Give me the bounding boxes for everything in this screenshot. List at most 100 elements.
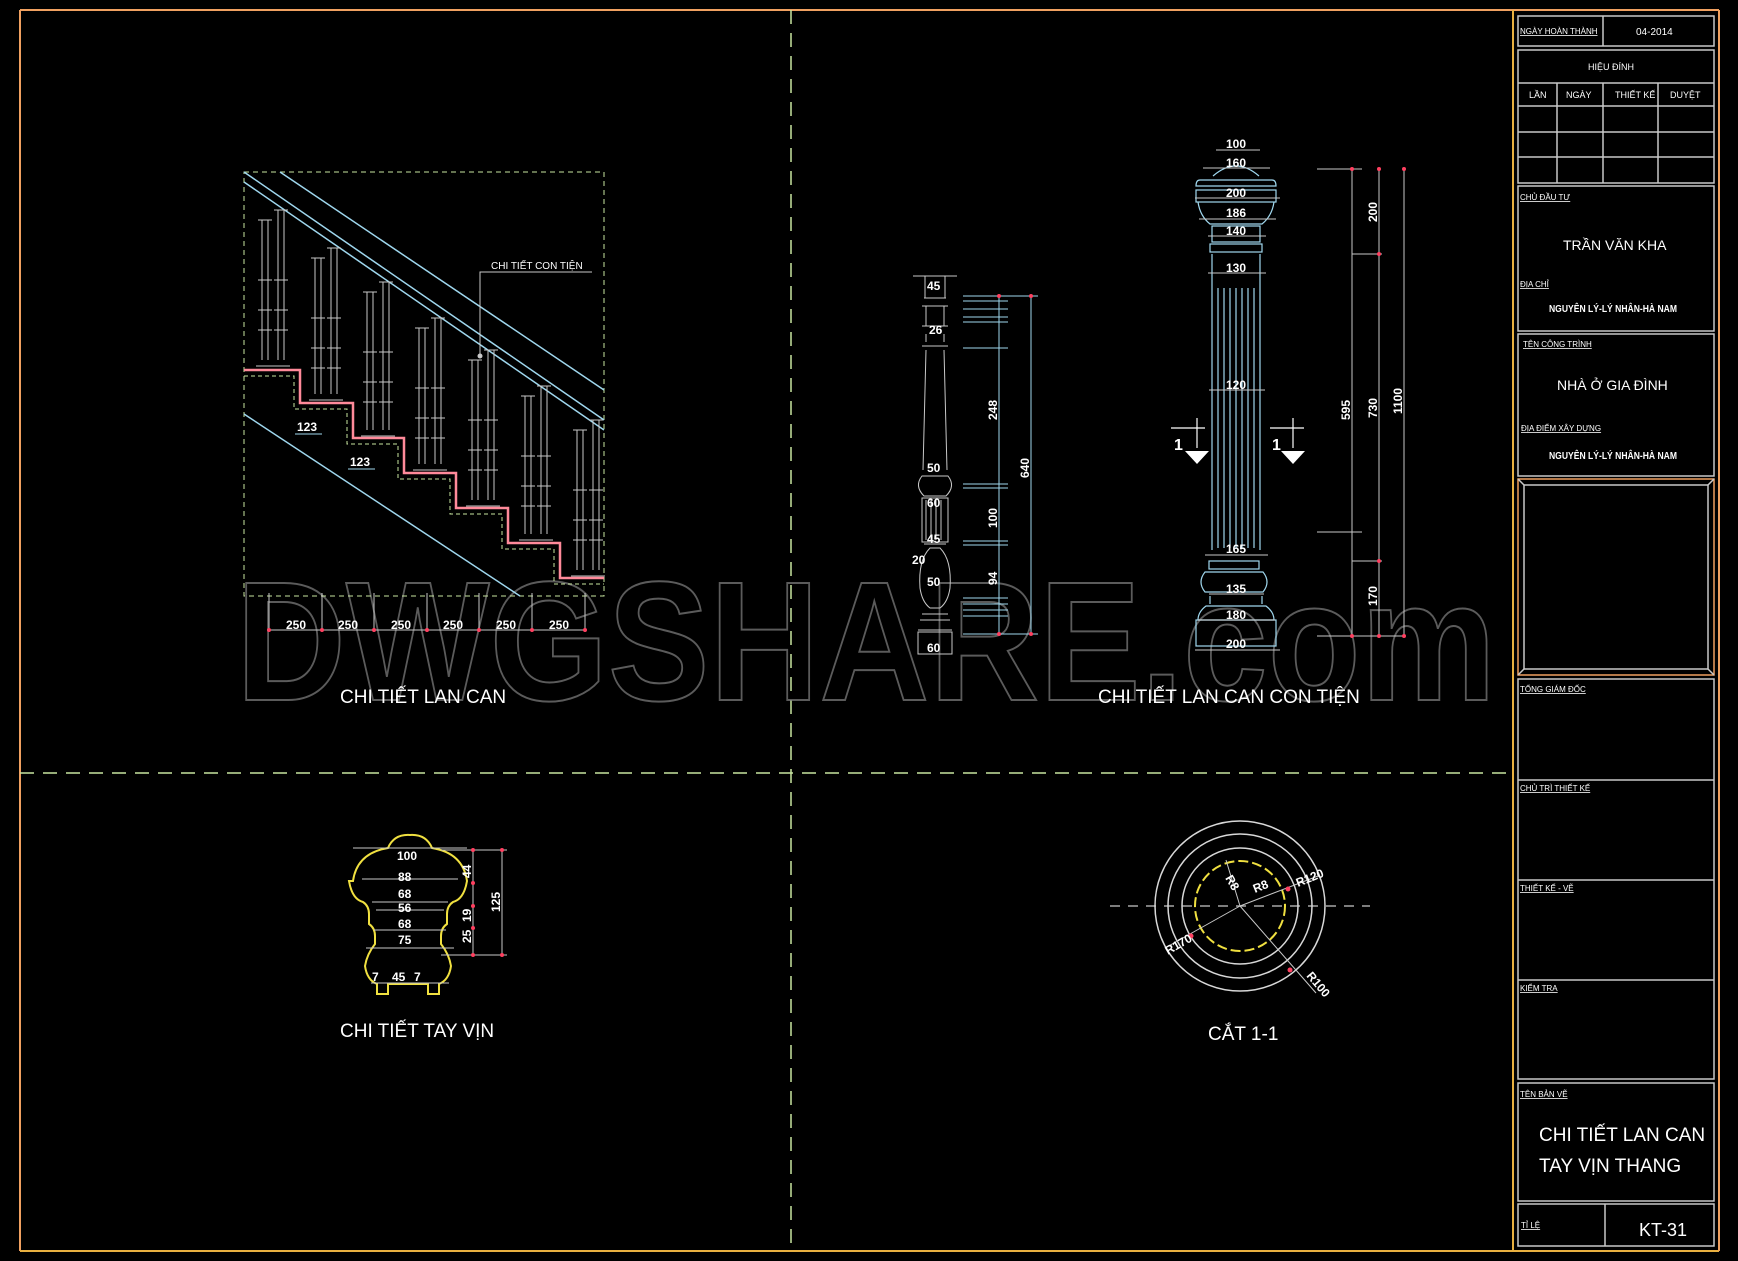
director-label: TỔNG GIÁM ĐỐC bbox=[1520, 684, 1586, 694]
section-marker-right bbox=[1270, 418, 1305, 464]
revision-header-thiet-ke: THIẾT KẾ bbox=[1615, 90, 1655, 100]
width-dim: 56 bbox=[398, 901, 412, 915]
width-dim: 180 bbox=[1226, 608, 1246, 622]
radius-dim: R8 bbox=[1251, 877, 1271, 896]
width-dim: 88 bbox=[398, 870, 412, 884]
width-dim: 130 bbox=[1226, 261, 1246, 275]
width-dim: 160 bbox=[1226, 156, 1246, 170]
drawing-name-line2: TAY VỊN THANG bbox=[1539, 1156, 1681, 1177]
section-1-1-view: R8 R8 R120 R170 R100 CẮT 1-1 bbox=[1110, 820, 1370, 1045]
width-dim: 60 bbox=[927, 641, 941, 655]
section-marker-label: 1 bbox=[1174, 437, 1183, 454]
watermark: DWGSHARE.com bbox=[235, 546, 1497, 738]
baluster-pair bbox=[519, 385, 553, 541]
revision-header-duyet: DUYỆT bbox=[1670, 90, 1701, 100]
site-label: ĐỊA ĐIỂM XÂY DỰNG bbox=[1521, 424, 1601, 433]
lead-designer-label: CHỦ TRÌ THIẾT KẾ bbox=[1520, 783, 1590, 793]
drawing-name-line1: CHI TIẾT LAN CAN bbox=[1539, 1124, 1705, 1146]
total-dim: 640 bbox=[1018, 458, 1032, 478]
width-dim: 140 bbox=[1226, 224, 1246, 238]
revision-header-lan: LẦN bbox=[1529, 90, 1547, 100]
total-dim: 1100 bbox=[1391, 388, 1405, 414]
section-marker-left bbox=[1171, 418, 1209, 464]
width-dim: 45 bbox=[927, 532, 941, 546]
height-dim: 19 bbox=[460, 908, 474, 922]
address-label: ĐỊA CHỈ bbox=[1520, 280, 1550, 289]
project-name: NHÀ Ở GIA ĐÌNH bbox=[1557, 376, 1668, 393]
width-dim: 200 bbox=[1226, 637, 1246, 651]
svg-text:DWGSHARE.com: DWGSHARE.com bbox=[236, 547, 1496, 737]
segment-dim: 595 bbox=[1339, 400, 1353, 420]
width-dim: 45 bbox=[927, 279, 941, 293]
group-dim: 200 bbox=[1366, 202, 1380, 222]
revision-title: HIỆU ĐÍNH bbox=[1588, 62, 1634, 72]
handrail-section-view: 100 88 68 56 68 75 7 45 7 44 19 25 125 C… bbox=[340, 833, 507, 1042]
spacing-dim: 250 bbox=[496, 618, 516, 632]
bottom-dim: 7 bbox=[372, 970, 379, 984]
title-block-text: NGÀY HOÀN THÀNH 04-2014 HIỆU ĐÍNH LẦN NG… bbox=[1520, 27, 1705, 1240]
view-title-railing: CHI TIẾT LAN CAN bbox=[340, 686, 506, 708]
spacing-dim: 250 bbox=[286, 618, 306, 632]
width-dim: 186 bbox=[1226, 206, 1246, 220]
width-dim: 200 bbox=[1226, 186, 1246, 200]
view-title-handrail: CHI TIẾT TAY VỊN bbox=[340, 1020, 494, 1042]
checker-label: KIỂM TRA bbox=[1520, 984, 1558, 993]
viewport-dividers bbox=[20, 10, 1513, 1251]
sheet-frame bbox=[19, 9, 1720, 1252]
baluster-pair bbox=[466, 349, 500, 507]
small-baluster bbox=[913, 275, 957, 655]
width-dim: 68 bbox=[398, 887, 412, 901]
spacing-dim: 250 bbox=[391, 618, 411, 632]
width-dim: 75 bbox=[398, 933, 412, 947]
total-dim: 125 bbox=[489, 892, 503, 912]
spacing-dim: 250 bbox=[549, 618, 569, 632]
width-dim: 100 bbox=[397, 849, 417, 863]
drawing-name-label: TÊN BẢN VẼ bbox=[1520, 1090, 1568, 1099]
view-title-baluster: CHI TIẾT LAN CAN CON TIỆN bbox=[1098, 686, 1360, 708]
width-dim: 50 bbox=[927, 461, 941, 475]
view-title-section: CẮT 1-1 bbox=[1208, 1023, 1278, 1045]
baluster-pair bbox=[571, 419, 605, 577]
completion-label: NGÀY HOÀN THÀNH bbox=[1520, 27, 1598, 36]
width-dim: 120 bbox=[1226, 378, 1246, 392]
width-dim: 135 bbox=[1226, 582, 1246, 596]
baluster-elevation-view: 45 26 50 60 45 20 50 60 248 100 94 640 bbox=[912, 137, 1406, 708]
scale-label: TỈ LỆ bbox=[1521, 1221, 1540, 1230]
baluster-pair bbox=[361, 281, 395, 437]
radius-dim: R8 bbox=[1222, 873, 1242, 894]
investor-name: TRẦN VĂN KHA bbox=[1563, 237, 1667, 253]
baluster-pair bbox=[413, 317, 447, 471]
designer-label: THIẾT KẾ - VẼ bbox=[1520, 883, 1574, 893]
spacing-dim: 250 bbox=[443, 618, 463, 632]
railing-elevation-view: CHI TIẾT CON TIỆN 123 123 250 250 250 25… bbox=[243, 171, 605, 708]
segment-dim: 248 bbox=[986, 400, 1000, 420]
spacing-dim: 250 bbox=[338, 618, 358, 632]
width-dim: 60 bbox=[927, 496, 941, 510]
step-dim: 123 bbox=[297, 420, 317, 434]
group-dim: 170 bbox=[1366, 586, 1380, 606]
sheet-number: KT-31 bbox=[1639, 1220, 1687, 1240]
baluster-pair bbox=[309, 247, 343, 401]
leader-label: CHI TIẾT CON TIỆN bbox=[491, 259, 583, 272]
width-dim: 26 bbox=[929, 323, 943, 337]
segment-dim: 94 bbox=[986, 571, 1000, 585]
group-dim: 730 bbox=[1366, 398, 1380, 418]
revision-header-ngay: NGÀY bbox=[1566, 90, 1592, 100]
height-dim: 44 bbox=[460, 864, 474, 878]
section-marker-label: 1 bbox=[1272, 437, 1281, 454]
height-dim: 25 bbox=[460, 929, 474, 943]
bottom-dim: 45 bbox=[392, 970, 406, 984]
title-block bbox=[1517, 15, 1715, 1247]
investor-label: CHỦ ĐẦU TƯ bbox=[1520, 192, 1570, 202]
segment-dim: 100 bbox=[986, 508, 1000, 528]
width-dim: 68 bbox=[398, 917, 412, 931]
address-value: NGUYÊN LÝ-LÝ NHÂN-HÀ NAM bbox=[1549, 302, 1677, 315]
step-dim: 123 bbox=[350, 455, 370, 469]
width-dim: 50 bbox=[927, 575, 941, 589]
bottom-dim: 7 bbox=[414, 970, 421, 984]
width-dim: 100 bbox=[1226, 137, 1246, 151]
baluster-pair bbox=[256, 209, 290, 367]
width-dim: 165 bbox=[1226, 542, 1246, 556]
completion-date: 04-2014 bbox=[1636, 27, 1673, 38]
